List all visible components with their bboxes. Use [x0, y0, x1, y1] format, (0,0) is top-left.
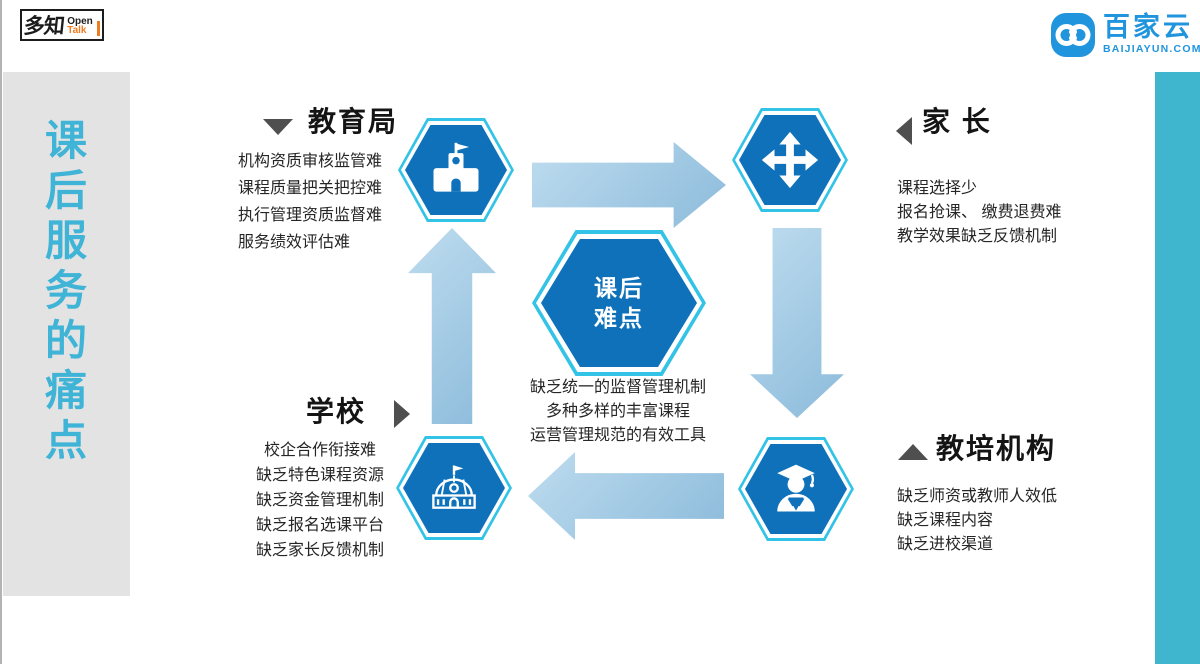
point-item: 服务绩效评估难: [238, 234, 351, 251]
page-title-char: 的: [44, 317, 87, 364]
government-building-icon: [433, 142, 479, 192]
hexagon-center-pain-points: 课后 难点: [532, 230, 706, 376]
point-item: 课程质量把关把控难: [238, 180, 383, 197]
opentalk-orange-bar: [96, 20, 100, 36]
node-title-education-bureau: 教育局: [308, 106, 399, 137]
point-item: 缺乏统一的监督管理机制: [529, 379, 706, 396]
slide-left-edge: [0, 0, 2, 664]
points-education-bureau: 机构资质审核监管难 课程质量把关把控难 执行管理资质监督难 服务绩效评估难: [238, 148, 382, 256]
page-title-char: 服: [44, 217, 87, 264]
page-title-char: 课: [44, 117, 87, 164]
point-item: 多种多样的丰富课程: [545, 403, 690, 420]
hexagon-body: [745, 444, 847, 534]
arrow-right-icon: [532, 142, 726, 228]
baijiayun-logo-icon: [1051, 13, 1095, 57]
hexagon-training-org: [738, 437, 854, 541]
point-item: 缺乏报名选课平台: [255, 517, 384, 534]
point-item: 课程选择少: [897, 180, 978, 197]
opentalk-open-label: Open: [67, 15, 93, 27]
center-hex-line2: 难点: [594, 305, 644, 331]
arrow-down-icon: [750, 228, 844, 418]
point-item: 执行管理资质监督难: [238, 207, 383, 224]
four-way-arrows-icon: [761, 131, 819, 189]
page-title-char: 点: [44, 417, 87, 464]
center-hex-line1: 课后: [594, 275, 644, 301]
graduate-icon: [777, 464, 815, 512]
point-item: 缺乏课程内容: [897, 512, 994, 529]
hexagon-body: [403, 443, 505, 533]
point-item: 机构资质审核监管难: [238, 153, 383, 170]
point-item: 缺乏特色课程资源: [255, 467, 384, 484]
page-title: 课 后 服 务 的 痛 点: [14, 116, 118, 466]
node-title-school: 学校: [306, 396, 367, 427]
page-title-char: 后: [44, 167, 87, 214]
points-training-org: 缺乏师资或教师人效低 缺乏课程内容 缺乏进校渠道: [897, 485, 1057, 557]
points-school: 校企合作衔接难 缺乏特色课程资源 缺乏资金管理机制 缺乏报名选课平台 缺乏家长反…: [245, 438, 395, 563]
baijiayun-logo: 百家云 BAIJIAYUN.COM: [1050, 12, 1200, 58]
baijiayun-domain: BAIJIAYUN.COM: [1103, 43, 1200, 55]
school-building-icon: [432, 465, 476, 509]
triangle-down-icon: [263, 119, 293, 135]
node-title-parents: 家 长: [922, 106, 992, 137]
baijiayun-text: 百家云 BAIJIAYUN.COM: [1103, 12, 1200, 55]
node-title-training-org: 教培机构: [936, 433, 1057, 464]
page-title-char: 痛: [44, 367, 87, 414]
point-item: 教学效果缺乏反馈机制: [897, 228, 1058, 245]
points-parents: 课程选择少 报名抢课、 缴费退费难 教学效果缺乏反馈机制: [897, 177, 1061, 249]
center-hex-label: 课后 难点: [594, 273, 644, 333]
sidebar-gray-band: [3, 72, 130, 596]
baijiayun-name: 百家云: [1103, 12, 1193, 42]
hexagon-body: [739, 115, 841, 205]
triangle-up-icon: [898, 444, 928, 460]
point-item: 缺乏进校渠道: [897, 536, 994, 553]
hexagon-parents: [732, 108, 848, 212]
point-item: 缺乏家长反馈机制: [255, 542, 384, 559]
points-center: 缺乏统一的监督管理机制 多种多样的丰富课程 运营管理规范的有效工具: [518, 376, 718, 448]
hexagon-body: [405, 125, 507, 215]
point-item: 校企合作衔接难: [263, 442, 376, 459]
right-accent-bar: [1155, 72, 1200, 664]
opentalk-talk-label: Talk: [67, 24, 87, 36]
opentalk-logo-cn: 多知: [22, 15, 66, 38]
triangle-right-icon: [394, 400, 410, 428]
point-item: 运营管理规范的有效工具: [529, 427, 706, 444]
arrow-up-icon: [408, 228, 496, 424]
opentalk-logo-stack: Open Talk: [67, 15, 93, 36]
opentalk-logo: 多知 Open Talk: [20, 9, 104, 41]
page-title-char: 务: [44, 267, 87, 314]
triangle-left-icon: [896, 117, 912, 145]
point-item: 缺乏资金管理机制: [255, 492, 384, 509]
hexagon-body: 课后 难点: [541, 239, 697, 367]
hexagon-education-bureau: [398, 118, 514, 222]
arrow-left-icon: [528, 452, 724, 540]
point-item: 缺乏师资或教师人效低: [897, 488, 1058, 505]
hexagon-school: [396, 436, 512, 540]
point-item: 报名抢课、 缴费退费难: [897, 204, 1062, 221]
